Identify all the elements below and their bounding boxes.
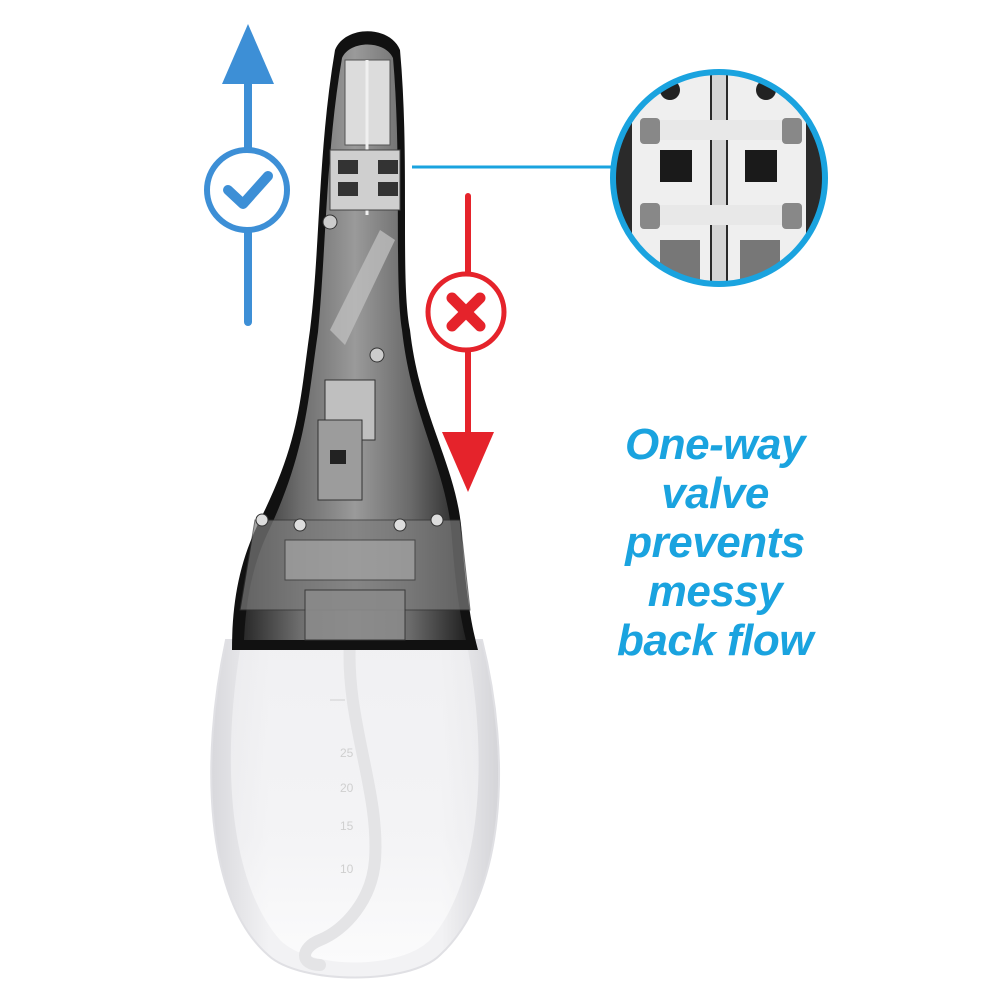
device-head [232, 31, 478, 650]
svg-text:20: 20 [340, 781, 354, 795]
check-icon [223, 171, 273, 209]
caption-line: back flow [617, 616, 814, 665]
caption-line: messy [647, 567, 783, 616]
flow-blocked-indicator [425, 193, 507, 492]
valve-assembly [329, 59, 401, 215]
volume-scale: 25 20 15 10 [330, 699, 354, 876]
bottle-reservoir: 25 20 15 10 [210, 634, 501, 979]
flow-allowed-indicator [204, 24, 290, 326]
svg-text:25: 25 [340, 746, 354, 760]
svg-text:15: 15 [340, 819, 354, 833]
caption-line: One-way [625, 420, 805, 469]
caption-line: valve [661, 469, 769, 518]
svg-text:10: 10 [340, 862, 354, 876]
feature-caption: One-way valve prevents messy back flow [585, 420, 845, 665]
x-icon [446, 292, 486, 332]
valve-detail-zoom [610, 69, 828, 287]
caption-line: prevents [625, 518, 805, 567]
